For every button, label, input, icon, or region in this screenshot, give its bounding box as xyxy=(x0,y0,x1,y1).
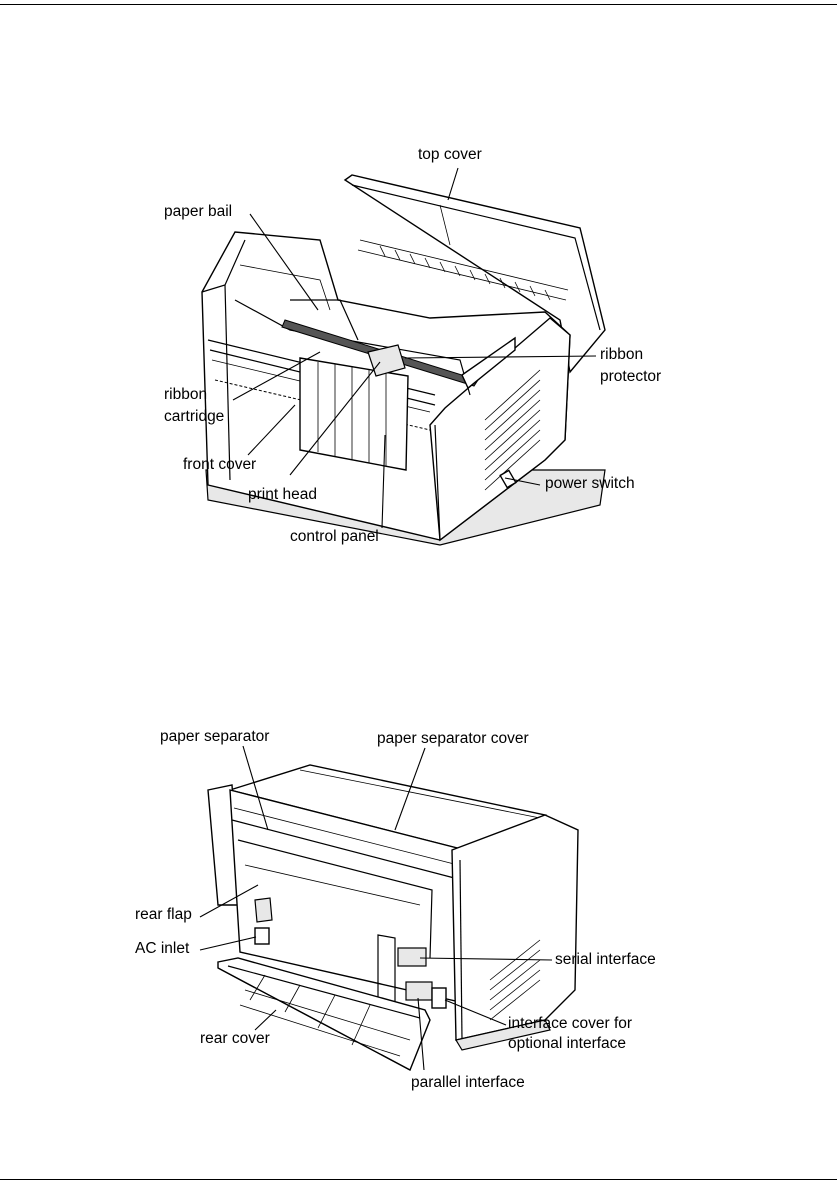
rear-cover-tray xyxy=(218,958,430,1070)
label-paper-separator: paper separator xyxy=(160,728,269,746)
label-top-cover: top cover xyxy=(418,146,482,164)
serial-interface-shape xyxy=(398,948,426,966)
label-ribbon-cartridge-line2: cartridge xyxy=(164,408,224,426)
label-paper-bail: paper bail xyxy=(164,203,232,221)
parallel-interface-shape xyxy=(406,982,432,1000)
interface-cover-shape xyxy=(432,988,446,1008)
label-power-switch: power switch xyxy=(545,475,635,493)
label-rear-flap: rear flap xyxy=(135,906,192,924)
label-front-cover: front cover xyxy=(183,456,256,474)
printer-front-illustration xyxy=(0,0,837,600)
label-print-head: print head xyxy=(248,486,317,504)
label-interface-cover-line1: interface cover for xyxy=(508,1015,632,1033)
label-rear-cover: rear cover xyxy=(200,1030,270,1048)
label-paper-separator-cover: paper separator cover xyxy=(377,730,529,748)
printer-rear-housing xyxy=(208,765,578,1050)
label-ac-inlet: AC inlet xyxy=(135,940,189,958)
ac-inlet-shape xyxy=(255,928,269,944)
bottom-rule xyxy=(0,1179,837,1180)
label-ribbon-protector-line1: ribbon xyxy=(600,346,643,364)
label-interface-cover-line2: optional interface xyxy=(508,1035,626,1053)
leader-lines-bottom xyxy=(200,746,552,1070)
label-parallel-interface: parallel interface xyxy=(411,1074,525,1092)
label-control-panel: control panel xyxy=(290,528,379,546)
label-serial-interface: serial interface xyxy=(555,951,656,969)
control-panel-keys xyxy=(300,358,408,470)
label-ribbon-cartridge-line1: ribbon xyxy=(164,386,207,404)
label-ribbon-protector-line2: protector xyxy=(600,368,661,386)
